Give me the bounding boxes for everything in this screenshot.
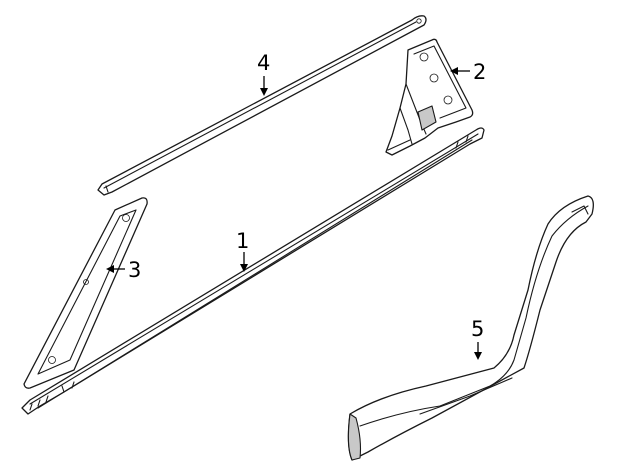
callout-5-label: 5 [471,317,484,341]
part-2-pillar-trim [385,38,474,156]
callout-5: 5 [471,317,484,360]
part-4-roof-molding [97,15,427,196]
part-5-rocker-trim [347,195,594,461]
callout-1: 1 [236,229,249,272]
callout-2-label: 2 [473,60,486,84]
callout-1-label: 1 [236,229,249,253]
callout-3-label: 3 [128,258,141,282]
callout-4-label: 4 [257,51,270,75]
part-3-quarter-trim [23,197,148,389]
callout-4: 4 [257,51,270,96]
part-1-body-molding [21,127,485,415]
callout-3: 3 [106,258,141,282]
callout-2: 2 [450,60,486,84]
